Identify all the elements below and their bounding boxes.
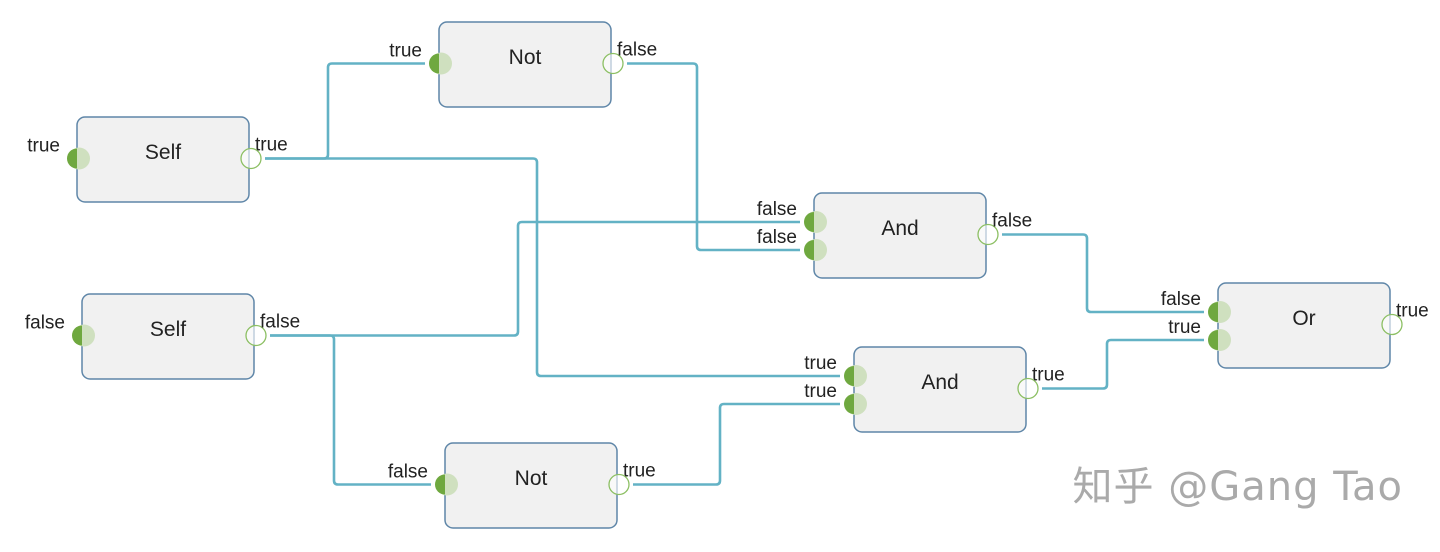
- input-port-dot[interactable]: [1208, 302, 1218, 322]
- output-port-label: true: [623, 461, 656, 482]
- node-title: And: [921, 371, 958, 394]
- connection-wire-2: [265, 157, 840, 378]
- input-port[interactable]: [804, 239, 827, 261]
- output-port[interactable]: [245, 324, 267, 347]
- input-port-dot[interactable]: [72, 325, 82, 346]
- output-port[interactable]: [240, 147, 262, 170]
- input-port-dot[interactable]: [67, 148, 77, 169]
- input-port-label: true: [389, 41, 422, 62]
- node-self-self2[interactable]: Self false false: [25, 293, 300, 380]
- output-port[interactable]: [977, 223, 999, 246]
- input-port[interactable]: [844, 365, 867, 387]
- input-port-label: false: [757, 199, 797, 220]
- output-port-label: false: [617, 40, 657, 61]
- node-self-self1[interactable]: Self true true: [27, 116, 288, 203]
- node-not-not1[interactable]: Not true false: [389, 21, 657, 108]
- input-port-label: false: [757, 227, 797, 248]
- output-port[interactable]: [602, 52, 624, 75]
- output-port-label: true: [1396, 301, 1429, 322]
- wires-layer: [265, 62, 1204, 486]
- input-port[interactable]: [67, 147, 90, 170]
- output-port-label: false: [260, 312, 300, 333]
- input-port[interactable]: [1208, 301, 1231, 323]
- input-port[interactable]: [72, 324, 95, 347]
- output-port[interactable]: [1381, 313, 1403, 336]
- output-port[interactable]: [608, 473, 630, 496]
- input-port-label: true: [804, 353, 837, 374]
- input-port-label: true: [1168, 317, 1201, 338]
- input-port-label: false: [388, 462, 428, 483]
- input-port-dot[interactable]: [1208, 330, 1218, 350]
- input-port-label: true: [27, 136, 60, 157]
- input-port-label: false: [1161, 289, 1201, 310]
- node-title: And: [881, 217, 918, 240]
- node-title: Not: [515, 467, 548, 490]
- connection-wire-7: [1002, 233, 1204, 314]
- input-port-dot[interactable]: [844, 394, 854, 414]
- input-port-dot[interactable]: [844, 366, 854, 386]
- output-port-label: true: [1032, 365, 1065, 386]
- input-port-label: true: [804, 381, 837, 402]
- watermark: 知乎 @Gang Tao: [1073, 464, 1403, 510]
- connection-wire-5: [627, 62, 800, 252]
- output-port-label: false: [992, 211, 1032, 232]
- node-and-and1[interactable]: And false false false: [757, 192, 1032, 279]
- connection-wire-6: [633, 402, 840, 486]
- input-port[interactable]: [804, 211, 827, 233]
- input-port-dot[interactable]: [804, 240, 814, 260]
- input-port[interactable]: [1208, 329, 1231, 351]
- node-title: Or: [1292, 307, 1315, 330]
- output-port-label: true: [255, 135, 288, 156]
- input-port-label: false: [25, 313, 65, 334]
- node-or-or1[interactable]: Or false true true: [1161, 282, 1429, 369]
- node-title: Not: [509, 46, 542, 69]
- connection-wire-1: [265, 62, 425, 160]
- output-port[interactable]: [1017, 377, 1039, 400]
- connection-wire-3: [270, 220, 800, 337]
- input-port-dot[interactable]: [429, 53, 439, 74]
- node-title: Self: [150, 318, 186, 341]
- input-port[interactable]: [844, 393, 867, 415]
- input-port-dot[interactable]: [804, 212, 814, 232]
- node-and-and2[interactable]: And true true true: [804, 346, 1065, 433]
- node-not-not2[interactable]: Not false true: [388, 442, 656, 529]
- connection-wire-8: [1042, 338, 1204, 390]
- connection-wire-4: [270, 334, 431, 486]
- input-port[interactable]: [429, 52, 452, 75]
- node-title: Self: [145, 141, 181, 164]
- input-port[interactable]: [435, 473, 458, 496]
- input-port-dot[interactable]: [435, 474, 445, 495]
